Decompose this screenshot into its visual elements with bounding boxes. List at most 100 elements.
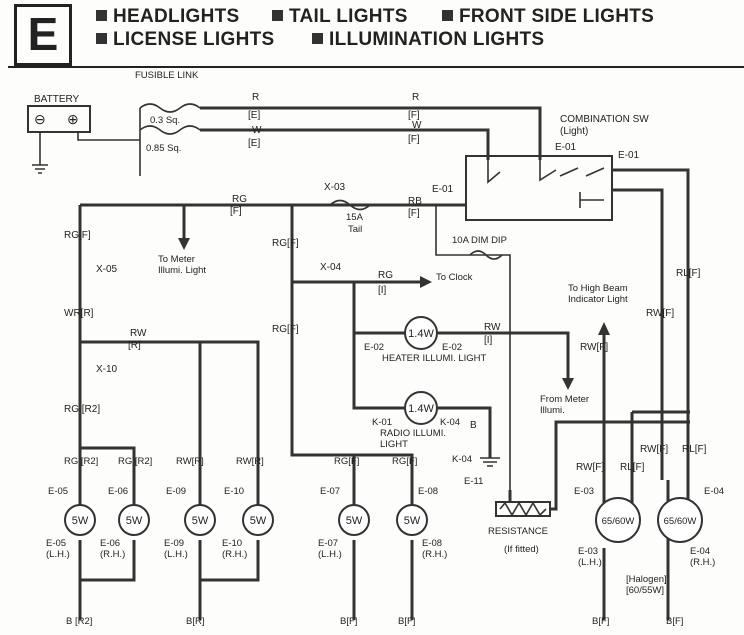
- wire-r-conn-2: [F]: [408, 110, 420, 121]
- conn-e10-b: E-10: [222, 538, 242, 549]
- bulb-rating: 5W: [192, 515, 209, 527]
- b-label: B: [470, 420, 477, 431]
- combination-switch: COMBINATION SW (Light) E-01 E-01 E-01: [432, 114, 649, 221]
- conn-e04-b: E-04: [690, 546, 710, 557]
- rg-f-rh: RG[F]: [392, 456, 417, 467]
- rw-f-label: RW[F]: [646, 308, 674, 319]
- conn-e01-top: E-01: [555, 142, 577, 153]
- rg-r2-lh: RG [R2]: [64, 456, 98, 467]
- bulb-rating: 5W: [72, 515, 89, 527]
- rw-f-label-3: RW[F]: [576, 462, 604, 473]
- conn-e06-b: E-06: [100, 538, 120, 549]
- bullet-square-icon: [96, 33, 107, 44]
- halogen-watt-label: [60/55W]: [626, 585, 664, 596]
- battery-negative-icon: ⊖: [34, 111, 46, 127]
- illumi-label: Illumi.: [540, 405, 565, 416]
- bulb-row: 5W 5W 5W 5W 5W 5W 65/60W 65/60W: [64, 470, 703, 620]
- section-letter: E: [14, 4, 72, 66]
- rg-conn: [F]: [230, 206, 242, 217]
- conn-x03: X-03: [324, 182, 346, 193]
- title-headlights: HEADLIGHTS: [96, 6, 240, 28]
- arrow-right-icon: [420, 276, 432, 288]
- rw-f-label-2: RW[F]: [640, 444, 668, 455]
- bulb-e10: [242, 504, 274, 536]
- conn-k01: K-01: [372, 417, 392, 428]
- fuse-10a-icon: [469, 250, 503, 260]
- title-license-lights: LICENSE LIGHTS: [96, 29, 275, 51]
- rg-f-label-left: RG[F]: [64, 230, 91, 241]
- conn-e02-left: E-02: [364, 342, 384, 353]
- radio-light-label: LIGHT: [380, 439, 408, 450]
- arrow-up-icon: [598, 322, 610, 335]
- conn-k04: K-04: [440, 417, 460, 428]
- headlight-rh: [657, 497, 703, 543]
- if-fitted-label: (If fitted): [504, 544, 539, 555]
- rw-label: RW: [130, 328, 147, 339]
- to-clock-label: To Clock: [436, 272, 473, 283]
- conn-x04: X-04: [320, 262, 342, 273]
- ground-icon: [32, 132, 48, 174]
- rg-f-lh: RG[F]: [334, 456, 359, 467]
- wire-dim-dip: [435, 205, 511, 490]
- rh-e04: (R.H.): [690, 557, 715, 568]
- b-f-label-3: B[F]: [592, 616, 609, 627]
- resistance-label: RESISTANCE: [488, 526, 548, 537]
- battery-positive-icon: ⊕: [67, 111, 79, 127]
- battery-label: BATTERY: [34, 94, 80, 105]
- rg-clock-conn: [I]: [378, 285, 387, 296]
- wire-rl-f: [612, 168, 690, 520]
- battery: BATTERY ⊖ ⊕: [27, 94, 120, 174]
- bulb-rating: 5W: [126, 515, 143, 527]
- wire-middle-trunk: [290, 205, 414, 470]
- conn-e09-b: E-09: [164, 538, 184, 549]
- resistor-icon: [499, 501, 547, 517]
- bulb-rating: 65/60W: [664, 516, 697, 527]
- wire-w-conn-2: [F]: [408, 134, 420, 145]
- wire-r-conn: [E]: [248, 110, 260, 121]
- rg-label: RG: [232, 194, 247, 205]
- bulb-rating: 1.4W: [408, 328, 434, 340]
- rg-f-label-mid2: RG[F]: [272, 324, 299, 335]
- lh-e07: (L.H.): [318, 549, 342, 560]
- rb-label: RB: [408, 196, 422, 207]
- rw-conn: [R]: [128, 340, 141, 351]
- conn-k04-ground: K-04: [452, 454, 472, 465]
- bulb-rating: 5W: [346, 515, 363, 527]
- rh-e06: (R.H.): [100, 549, 125, 560]
- b-f-label-1: B[F]: [340, 616, 357, 627]
- radio-illumi-label: RADIO ILLUMI.: [380, 428, 446, 439]
- conn-e11: E-11: [464, 476, 483, 487]
- rw-f-hb-label: RW[F]: [580, 342, 608, 353]
- wire-r-label: R: [252, 92, 259, 103]
- link-03-label: 0.3 Sq.: [150, 115, 180, 126]
- headlight-lh: [595, 497, 641, 543]
- link-085-label: 0.85 Sq.: [146, 143, 181, 154]
- wire-rw-f: [612, 188, 664, 480]
- fusible-link-label: FUSIBLE LINK: [135, 70, 199, 81]
- lh-e03: (L.H.): [578, 557, 602, 568]
- illumi-light-label: Illumi. Light: [158, 265, 206, 276]
- rh-e10: (R.H.): [222, 549, 247, 560]
- halogen-label: [Halogen]: [626, 574, 667, 585]
- arrow-down-icon: [562, 378, 574, 390]
- header-divider: [8, 66, 744, 68]
- combination-sw-sub: (Light): [560, 126, 588, 137]
- rb-conn: [F]: [408, 208, 420, 219]
- conn-e01-left: E-01: [432, 184, 454, 195]
- rl-f-label-3: RL[F]: [620, 462, 645, 473]
- heater-illumi-label: HEATER ILLUMI. LIGHT: [382, 353, 487, 364]
- conn-e05: E-05: [48, 486, 68, 497]
- conn-e05-b: E-05: [46, 538, 66, 549]
- rw-heater-conn: [I]: [484, 335, 493, 346]
- conn-e07: E-07: [320, 486, 340, 497]
- fuse-tail-label: Tail: [348, 224, 362, 235]
- bulb-rating: 5W: [250, 515, 267, 527]
- rl-f-label: RL[F]: [676, 268, 701, 279]
- bulb-rating: 5W: [404, 515, 421, 527]
- to-high-beam-label: To High Beam: [568, 283, 628, 294]
- title-illumination-lights: ILLUMINATION LIGHTS: [312, 29, 544, 51]
- title-front-side-lights: FRONT SIDE LIGHTS: [442, 6, 654, 28]
- bulb-e08: [396, 504, 428, 536]
- conn-e08-b: E-08: [422, 538, 442, 549]
- fuse-10a-label: 10A DIM DIP: [452, 235, 507, 246]
